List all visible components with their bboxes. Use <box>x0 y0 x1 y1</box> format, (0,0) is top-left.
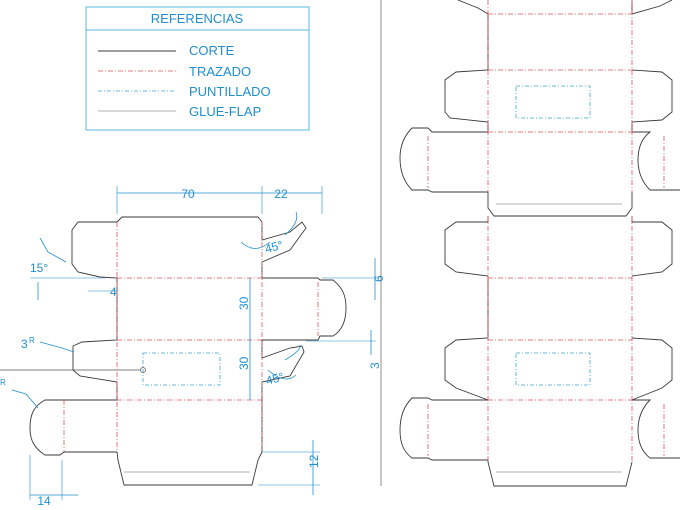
dim-radius-small-sup: R <box>29 336 35 345</box>
window-marker <box>140 367 146 373</box>
dim-side-flap-gap-2: 3 <box>368 362 382 369</box>
dim-width-label: 70 <box>181 187 195 201</box>
legend-label-glue-flap: GLUE-FLAP <box>189 104 261 119</box>
dim-angle-top: 45° <box>263 238 284 256</box>
legend-label-corte: CORTE <box>189 43 235 58</box>
dieline-right <box>380 0 680 487</box>
dim-tab-width: 4 <box>110 285 117 299</box>
perforated-window-right-1 <box>515 85 591 119</box>
dim-angle-bottom: 45° <box>264 370 285 388</box>
dim-panel-height-1: 30 <box>237 296 251 310</box>
dim-radius-small: 3 <box>21 337 28 351</box>
dim-bottom-flap-width: 14 <box>37 494 51 508</box>
dim-side-flap-gap: 6 <box>372 275 386 282</box>
dieline-right-middle <box>399 216 680 487</box>
perforated-window-right-2 <box>515 352 591 386</box>
dim-bottom-height: 12 <box>307 454 321 468</box>
dieline-left: 70 22 45° 15° 4 30 30 6 3 45° <box>0 186 386 508</box>
legend-label-trazado: TRAZADO <box>189 64 251 79</box>
dim-radius-left-sup: R <box>0 378 6 387</box>
legend: REFERENCIAS CORTE TRAZADO PUNTILLADO GLU… <box>85 6 310 131</box>
legend-title: REFERENCIAS <box>151 11 244 26</box>
dieline-right-top-partial <box>399 0 680 217</box>
legend-label-puntillado: PUNTILLADO <box>189 84 271 99</box>
dim-flap-label: 22 <box>274 187 288 201</box>
dieline-left-outline <box>29 216 347 486</box>
dim-angle-left: 15° <box>30 261 48 275</box>
perforated-window <box>142 352 221 386</box>
dim-panel-height-2: 30 <box>237 356 251 370</box>
legend-box <box>85 6 310 131</box>
